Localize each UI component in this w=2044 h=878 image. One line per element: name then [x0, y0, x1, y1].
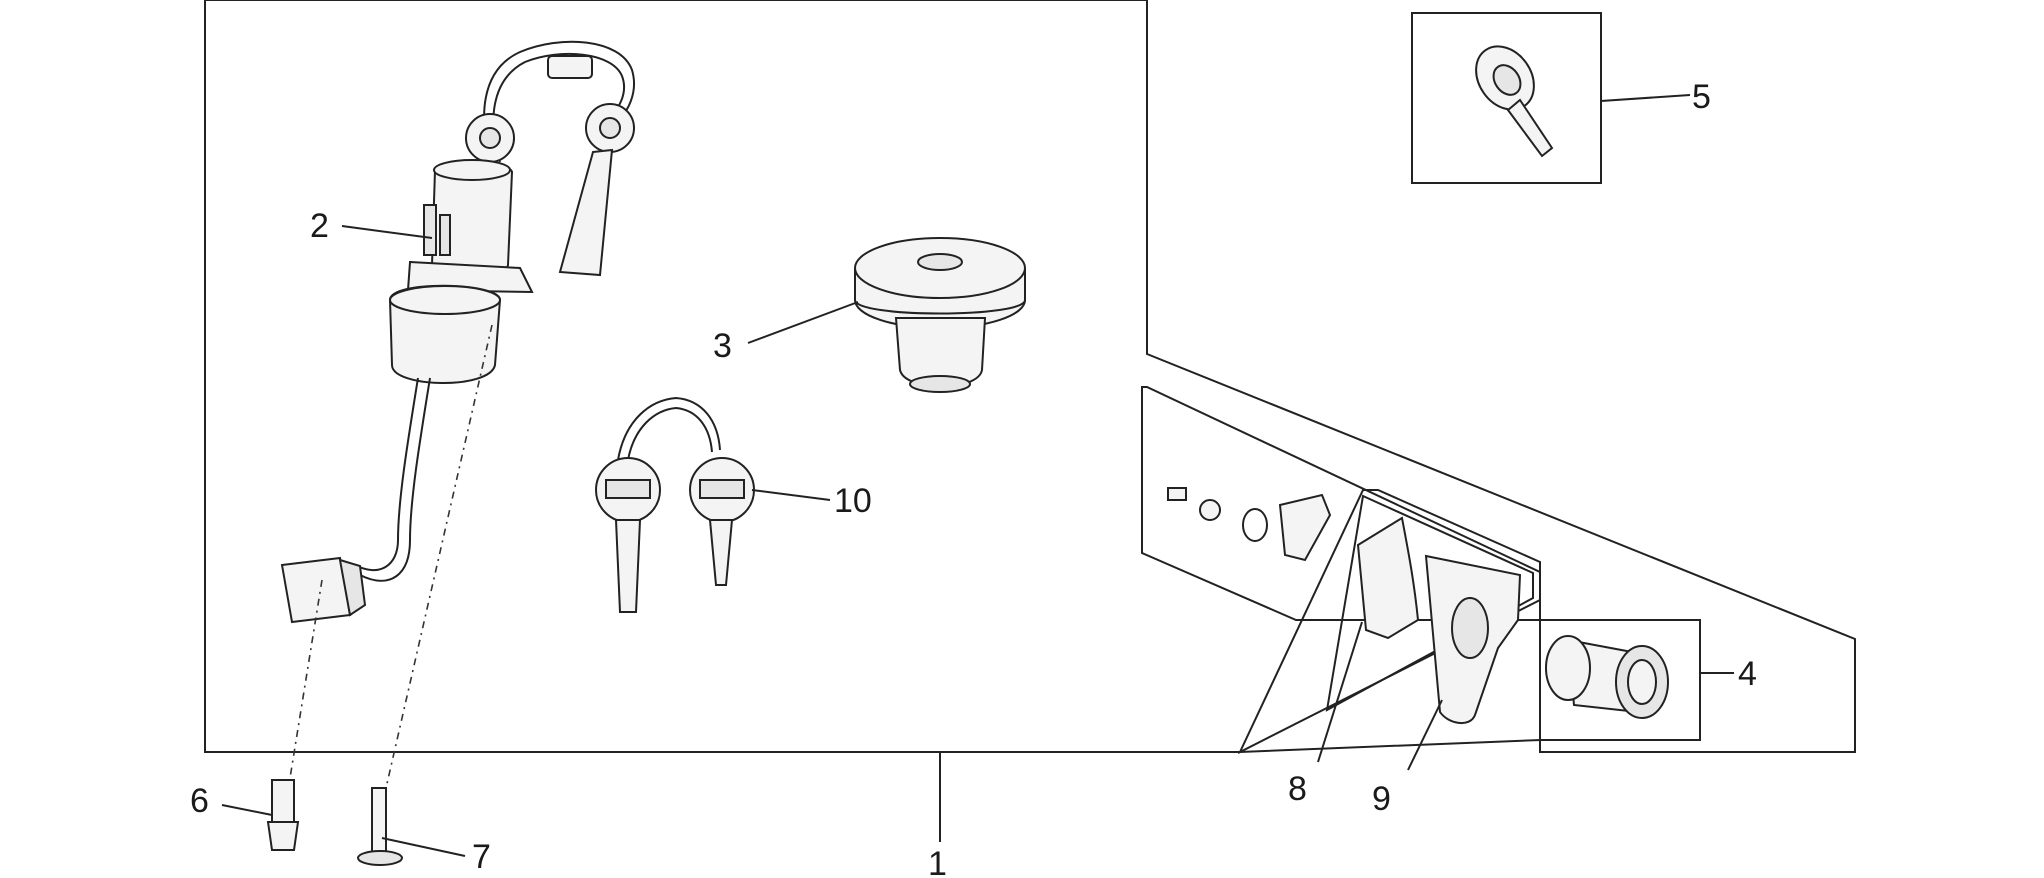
- callout-7: 7: [472, 838, 491, 876]
- callout-10: 10: [834, 482, 872, 520]
- callout-8: 8: [1288, 770, 1307, 808]
- leader-line-6: [221, 804, 273, 816]
- sub-kit-outline-8-9: [1237, 489, 1541, 755]
- leader-line-8: [1317, 621, 1363, 763]
- alignment-line-7: [385, 324, 493, 789]
- leader-line-3: [747, 301, 859, 344]
- leader-line-10: [751, 489, 831, 501]
- spring-part: [266, 779, 300, 851]
- screw-part: [357, 787, 403, 866]
- fuel-cap-part: [854, 237, 1026, 393]
- sub-kit-outline-4: [1141, 386, 1701, 741]
- callout-3: 3: [713, 327, 732, 365]
- key-set-part: [595, 396, 755, 613]
- leader-line-9: [1407, 699, 1443, 771]
- alignment-line-6: [289, 579, 323, 779]
- main-kit-outline: [204, 0, 1856, 753]
- callout-9: 9: [1372, 780, 1391, 818]
- plate-part: [1424, 554, 1522, 724]
- plate-frame: [1325, 494, 1534, 712]
- callout-2: 2: [310, 207, 329, 245]
- leader-line-7: [381, 837, 466, 857]
- callout-5: 5: [1692, 78, 1711, 116]
- key-kit-box: [1411, 12, 1602, 184]
- leader-line-2: [341, 225, 433, 239]
- leader-line-5: [1600, 94, 1691, 102]
- clip-part: [1356, 516, 1420, 640]
- small-hardware: [1167, 487, 1332, 562]
- lock-cylinder-part: [1545, 635, 1669, 719]
- callout-6: 6: [190, 782, 209, 820]
- callout-1: 1: [928, 845, 947, 878]
- ignition-switch-part: [280, 40, 635, 624]
- key-part: [1475, 45, 1554, 158]
- callout-4: 4: [1738, 655, 1757, 693]
